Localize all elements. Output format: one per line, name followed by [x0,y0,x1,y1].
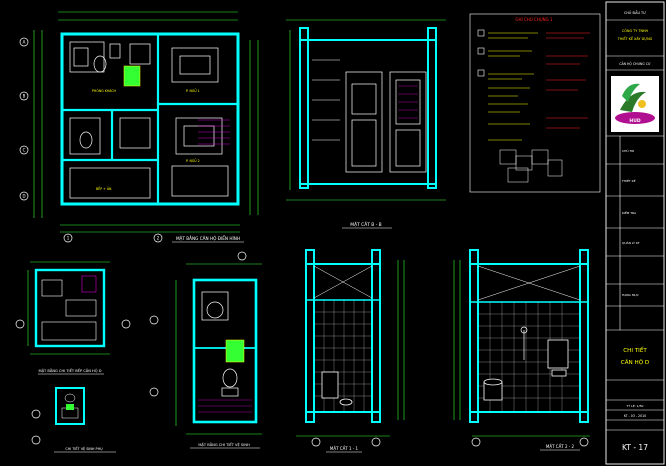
sheet-code: KT - 17 [622,443,648,452]
axis-tag-2: 2 [157,236,160,241]
tiny-wc-title: CHI TIẾT VỆ SINH PHỤ [65,445,103,451]
axis-tag-d: D [22,194,25,199]
kitchen-plan-title: MẶT BẰNG CHI TIẾT BẾP CĂN HỘ D [39,367,102,373]
company-logo: HUD [611,76,659,132]
main-floor-plan: PHÒNG KHÁCH P. NGỦ 1 P. NGỦ 2 BẾP + ĂN A… [19,11,259,243]
row-label-0: CHỦ TRÌ [622,148,634,153]
svg-text:PHÒNG KHÁCH: PHÒNG KHÁCH [92,88,117,93]
title-block: CHỦ ĐẦU TƯ CÔNG TY TNHH THIẾT KẾ XÂY DỰN… [605,1,665,465]
kitchen-detail-plan: MẶT BẰNG CHI TIẾT BẾP CĂN HỘ D [15,261,131,375]
section-1-1: MẶT CẮT 1 - 1 [296,249,405,453]
row-label-1: THIẾT KẾ [621,177,636,183]
section-1-title: MẶT CẮT 1 - 1 [330,446,359,451]
company-name: CÔNG TY TNHH [622,28,649,33]
section-b-title: MẶT CẮT B - B [350,220,381,228]
row-label-3: QUẢN LÝ KT [622,240,640,245]
section-2-title: MẶT CẮT 2 - 2 [546,444,575,449]
row-label-4: HẠNG MỤC [622,293,639,297]
svg-text:P. NGỦ 1: P. NGỦ 1 [186,88,200,93]
company-subtitle: THIẾT KẾ XÂY DỰNG [617,35,653,41]
section-b-b: MẶT CẮT B - B [286,19,446,229]
date-code: KT - 03 - 2010 [624,414,646,418]
svg-text:HUD: HUD [629,118,640,124]
wc-plan-title: MẶT BẰNG CHI TIẾT VỆ SINH [198,441,250,447]
main-plan-title: MẶT BẰNG CĂN HỘ ĐIỂN HÌNH [176,236,240,241]
svg-text:P. NGỦ 2: P. NGỦ 2 [186,158,200,163]
tiny-wc-detail: CHI TIẾT VỆ SINH PHỤ [31,387,116,453]
axis-tag-a: A [23,40,26,45]
notes-panel: GHI CHÚ CHUNG 1 [469,13,601,193]
axis-tag-1: 1 [67,236,70,241]
drawing-title-line-2: CĂN HỘ D [621,359,649,366]
svg-text:BẾP + ĂN: BẾP + ĂN [96,185,112,191]
wc-detail-plan: MẶT BẰNG CHI TIẾT VỆ SINH [149,251,262,449]
notes-title: GHI CHÚ CHUNG 1 [515,17,553,22]
scale-note: TỶ LỆ: 1/50 [626,403,644,408]
project-name: CĂN HỘ CHUNG CƯ [619,61,651,66]
axis-tag-b: B [23,94,26,99]
drawing-title-line-1: CHI TIẾT [623,346,647,354]
owner-label: CHỦ ĐẦU TƯ [624,10,646,15]
section-2-2: MẶT CẮT 2 - 2 [453,249,590,451]
axis-tag-c: C [23,148,26,153]
row-label-2: KIỂM TRA [622,210,637,215]
